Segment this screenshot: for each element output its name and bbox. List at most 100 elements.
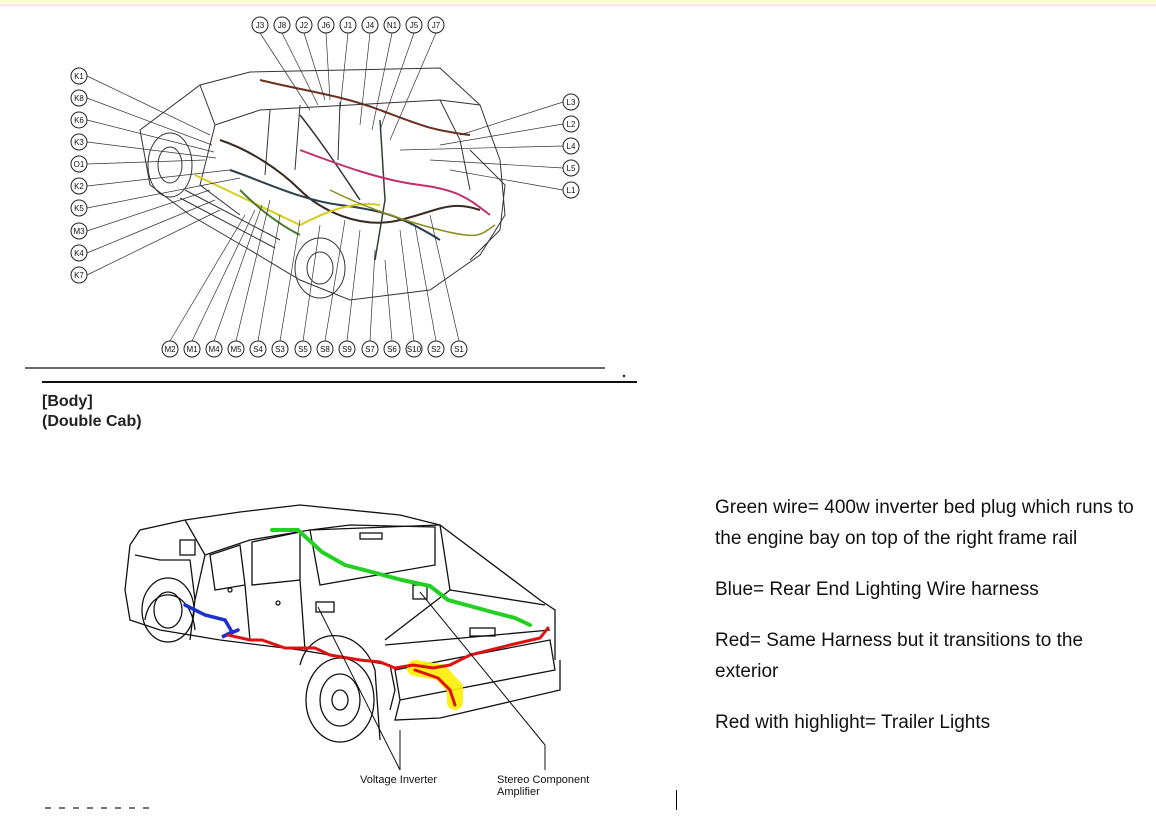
callout-label: N1 — [387, 21, 398, 30]
callout-bubble: K6 — [70, 111, 215, 153]
callout-bubble: K3 — [70, 133, 217, 159]
callout-label: J7 — [432, 21, 441, 30]
callout-bubble: S9 — [338, 229, 361, 358]
callout-bubble: S6 — [383, 259, 401, 358]
callout-label: J4 — [366, 21, 375, 30]
callout-bubble: K7 — [70, 209, 221, 284]
callout-label: S7 — [365, 345, 375, 354]
callout-label: K5 — [74, 204, 84, 213]
stereo-amplifier-label-line1: Stereo Component — [497, 774, 589, 786]
note-red-highlight: Red with highlight= Trailer Lights — [715, 712, 991, 733]
callout-label: J2 — [300, 21, 309, 30]
callout-bubble: K2 — [70, 169, 231, 195]
callout-label: L5 — [567, 164, 576, 173]
blue-wire — [183, 603, 240, 639]
callout-bubble: S3 — [271, 219, 301, 358]
callout-bubble: S4 — [249, 214, 281, 358]
callout-bubble: M4 — [205, 204, 263, 358]
note-green-wire: Green wire= 400w inverter bed plug which… — [715, 497, 1134, 549]
callout-bubble: K4 — [70, 199, 216, 262]
callout-bubble: K8 — [70, 89, 213, 146]
callout-bubble: M2 — [161, 214, 246, 358]
callout-bubble: J6 — [317, 16, 335, 101]
callout-label: K7 — [74, 271, 84, 280]
stereo-amplifier-label-line2: Amplifier — [497, 786, 540, 798]
note-red-wire: Red= Same Harness but it transitions to … — [715, 630, 1084, 682]
callout-label: O1 — [74, 160, 85, 169]
callout-bubble: O1 — [70, 155, 206, 173]
callout-label: J8 — [278, 21, 287, 30]
callout-label: M2 — [164, 345, 176, 354]
callout-bubble: S8 — [316, 219, 346, 358]
callout-label: K6 — [74, 116, 84, 125]
callout-label: L2 — [567, 120, 576, 129]
callouts-right: L3 L2 L4 L5 L1 — [399, 93, 580, 199]
callout-bubble: J1 — [339, 16, 357, 111]
section-title: [Body] — [42, 393, 93, 410]
callout-bubble: L3 — [459, 93, 580, 136]
callout-bubble: L4 — [399, 137, 580, 155]
callout-label: L1 — [567, 186, 576, 195]
section-subtitle: (Double Cab) — [42, 413, 142, 430]
callout-bubble: J2 — [295, 16, 326, 101]
wire-notes: Green wire= 400w inverter bed plug which… — [715, 492, 1135, 758]
note-blue-wire: Blue= Rear End Lighting Wire harness — [715, 579, 1039, 600]
callout-label: M3 — [73, 227, 85, 236]
callout-label: S9 — [342, 345, 352, 354]
callout-bubble: J8 — [273, 16, 319, 106]
callout-label: S8 — [320, 345, 330, 354]
callout-label: J3 — [256, 21, 265, 30]
callouts-left: K1 K8 K6 K3 O1 K2 K5 M3 K4 K7 — [70, 67, 241, 284]
callout-label: K8 — [74, 94, 84, 103]
callout-bubble: L2 — [439, 115, 580, 146]
wire-overlays — [183, 528, 550, 710]
callout-label: S4 — [253, 345, 263, 354]
callout-label: K4 — [74, 249, 84, 258]
callout-label: S10 — [407, 345, 422, 354]
voltage-inverter-label: Voltage Inverter — [360, 774, 437, 786]
leader-line — [419, 591, 546, 746]
callouts-top: J3 J8 J2 J6 J1 J4 N1 J5 J7 — [251, 16, 445, 141]
callout-label: S1 — [454, 345, 464, 354]
callout-bubble: N1 — [371, 16, 401, 131]
callout-label: S3 — [275, 345, 285, 354]
leader-line — [317, 606, 401, 771]
callout-bubble: M5 — [227, 199, 271, 358]
red-wire-highlight-branch — [413, 668, 457, 707]
top-strip — [0, 0, 1156, 6]
callout-label: K2 — [74, 182, 84, 191]
callout-label: J6 — [322, 21, 331, 30]
callout-bubble: S10 — [399, 229, 423, 358]
callout-bubble: M1 — [183, 209, 256, 358]
callout-bubble: S2 — [414, 224, 445, 358]
callout-label: M1 — [186, 345, 198, 354]
callout-bubble: S1 — [429, 214, 468, 358]
callout-bubble: J7 — [389, 16, 445, 141]
callout-bubble: S5 — [294, 224, 321, 358]
callouts-bottom: M2 M1 M4 M5 S4 S3 S5 S8 S9 S7 S6 S10 S2 … — [161, 199, 468, 358]
section-heading: [Body] (Double Cab) — [42, 392, 142, 432]
callout-label: J1 — [344, 21, 353, 30]
callout-label: M5 — [230, 345, 242, 354]
callout-label: L4 — [567, 142, 576, 151]
callout-label: S5 — [298, 345, 308, 354]
callout-bubble: L5 — [429, 159, 580, 177]
callout-bubble: S7 — [361, 249, 379, 358]
callout-label: J5 — [410, 21, 419, 30]
callout-label: S2 — [431, 345, 441, 354]
callout-label: M4 — [208, 345, 220, 354]
truck-diagram — [124, 504, 561, 743]
callout-label: L3 — [567, 98, 576, 107]
callout-bubble: K5 — [70, 177, 241, 217]
cut-off-heading — [42, 806, 152, 816]
callout-label: K3 — [74, 138, 84, 147]
callout-bubble: M3 — [70, 189, 211, 240]
callout-label: S6 — [387, 345, 397, 354]
callout-bubble: J4 — [359, 16, 379, 126]
callout-bubble: J5 — [379, 16, 423, 131]
highlight — [407, 660, 463, 710]
callout-label: K1 — [74, 72, 84, 81]
green-wire — [270, 528, 532, 627]
red-wire — [226, 626, 550, 670]
